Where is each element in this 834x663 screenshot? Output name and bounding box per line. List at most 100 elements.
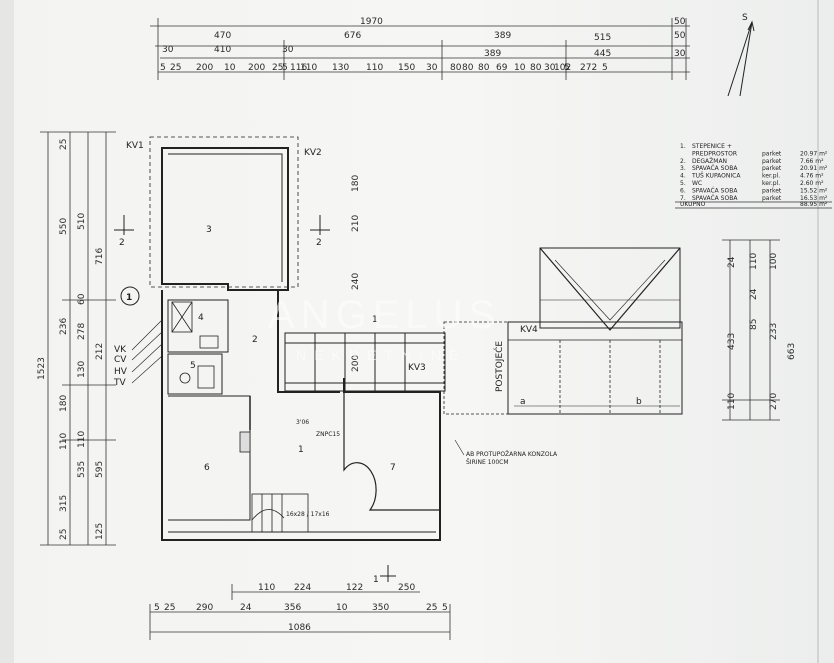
legend-row-3-col-2: DEGAŽMAN xyxy=(692,157,727,165)
dim-r3-19: 80 xyxy=(530,63,542,73)
legend-row-3-col-1: 2. xyxy=(680,158,686,165)
dim-bottom-total: 1086 xyxy=(288,623,311,633)
dim-r3-22: 5 xyxy=(564,63,570,73)
section-labels: 2 2 1 1 1 KV1 KV2 KV3 KV4 VK CV HV TV xyxy=(113,141,538,585)
top-dimension-text: 1970 50 470 676 389 515 50 30 410 30 389… xyxy=(162,17,686,59)
existing-label: POSTOJEĆE xyxy=(493,341,505,392)
dim-left-total: 1523 xyxy=(37,357,47,380)
dim-r3-1: 5 xyxy=(160,63,166,73)
bathroom-fixtures xyxy=(171,301,251,453)
dim-r2-6: 30 xyxy=(674,49,686,59)
legend-row-4-col-4: 20.91 m² xyxy=(800,165,828,172)
dim-right-a3: 110 xyxy=(727,393,737,410)
dim-r3-12: 150 xyxy=(398,63,415,73)
dim-bottom-r2-4: 24 xyxy=(240,603,252,613)
dim-r3-3: 200 xyxy=(196,63,213,73)
legend-row-6-col-1: 5. xyxy=(680,180,686,187)
dim-r3-15: 80 xyxy=(462,63,474,73)
legend-row-7-col-1: 6. xyxy=(680,187,686,194)
dim-left-a5: 110 xyxy=(59,433,69,450)
dim-left-b2: 716 xyxy=(95,248,105,265)
legend-row-7-col-2: SPAVAĆA SOBA xyxy=(692,187,738,194)
dim-left-a6: 315 xyxy=(59,495,69,512)
dim-r3-13: 30 xyxy=(426,63,438,73)
right-dimensions xyxy=(722,239,780,421)
dim-r1-2: 676 xyxy=(344,31,361,41)
dim-right-b5: 270 xyxy=(769,393,779,410)
legend-row-6-col-4: 2.60 m² xyxy=(800,180,824,187)
dim-left-a4: 180 xyxy=(59,395,69,412)
dim-r3-10: 130 xyxy=(332,63,349,73)
terrace-deck xyxy=(284,332,446,392)
legend-row-5-col-4: 4.76 m² xyxy=(800,173,824,180)
dim-bottom-r2-5: 356 xyxy=(284,603,301,613)
dim-int-v1: 180 xyxy=(351,175,361,192)
legend-row-6-col-3: ker.pl. xyxy=(762,180,780,187)
watermark-sub: NEKRETNINE xyxy=(296,347,466,363)
watermark: ANGELUS NEKRETNINE xyxy=(268,293,495,363)
legend-row-7-col-4: 15.52 m² xyxy=(800,187,828,194)
legend-row-5-col-2: TUŠ KUPAONICA xyxy=(691,173,741,180)
dim-r3-24: 5 xyxy=(602,63,608,73)
section-markers xyxy=(114,215,396,582)
kv4-label: KV4 xyxy=(520,325,538,335)
top-dimensions xyxy=(150,18,690,80)
room-2-number: 2 xyxy=(252,335,258,345)
legend-row-5-col-1: 4. xyxy=(680,173,686,180)
legend-row-8-col-2: SPAVAĆA SOBA xyxy=(692,195,738,202)
dim-right-b1: 110 xyxy=(749,253,759,270)
dim-r3-7: 5 xyxy=(282,63,288,73)
legend-row-5-col-3: ker.pl. xyxy=(762,173,780,180)
dim-r2-3: 30 xyxy=(282,45,294,55)
kv2-label: KV2 xyxy=(304,148,322,158)
dim-r3-8: 116 xyxy=(290,63,307,73)
kv3-label: KV3 xyxy=(408,363,426,373)
dim-left-b6: 130 xyxy=(77,361,87,378)
dim-left-a7: 25 xyxy=(59,529,69,540)
legend-row-4-col-2: SPAVAĆA SOBA xyxy=(692,165,738,172)
north-label: S xyxy=(742,13,748,23)
dim-bottom-r2-8: 25 xyxy=(426,603,437,613)
bottom-dimension-text: 110 224 122 250 5 25 290 24 356 10 350 2… xyxy=(154,583,448,633)
dim-right-a1: 24 xyxy=(727,256,737,268)
right-dimension-text: 24 433 110 110 24 85 233 270 100 663 xyxy=(727,253,797,410)
dim-left-a2: 550 xyxy=(59,218,69,235)
dim-overall-end: 50 xyxy=(674,17,686,27)
section-right-label: 2 xyxy=(316,238,322,248)
dim-right-c1: 100 xyxy=(769,253,779,270)
dim-int-v2: 210 xyxy=(351,215,361,232)
dim-left-a1: 25 xyxy=(59,139,69,150)
legend-row-1-col-1: 1. xyxy=(680,143,686,150)
dim-bottom-r2-6: 10 xyxy=(336,603,348,613)
north-arrow-icon: S xyxy=(727,13,755,97)
konzola-note: AB PROTUPOŽARNA KONZOLA ŠIRINE 100CM xyxy=(454,439,558,466)
dim-bottom-r1-3: 122 xyxy=(346,583,363,593)
room-1-number: 1 xyxy=(298,445,304,455)
legend-row-1-col-2: STEPENICE + xyxy=(692,143,732,150)
dim-left-b4: 278 xyxy=(77,323,87,340)
dim-bottom-r2-2: 25 xyxy=(164,603,175,613)
legend-row-2-col-2: PREDPROSTOR xyxy=(692,150,737,157)
dim-bottom-r1-4: 250 xyxy=(398,583,415,593)
dim-r3-16: 80 xyxy=(478,63,490,73)
dim-left-b7: 110 xyxy=(77,431,87,448)
dim-overall: 1970 xyxy=(360,17,383,27)
dim-left-b10: 125 xyxy=(95,523,105,540)
dim-right-b3: 85 xyxy=(749,319,759,330)
room-3-number: 3 xyxy=(206,225,212,235)
dim-r2-4: 389 xyxy=(484,49,501,59)
kv1-label: KV1 xyxy=(126,141,144,151)
room-numbers: 3 2 4 5 6 1 7 xyxy=(190,225,396,473)
dim-int-stair: 200 xyxy=(351,355,361,372)
dim-r2-5: 445 xyxy=(594,49,611,59)
legend-row-8-col-1: 7. xyxy=(680,195,686,202)
dim-r2-2: 410 xyxy=(214,45,231,55)
dim-r2-1: 30 xyxy=(162,45,174,55)
bottom-dimensions xyxy=(149,584,451,640)
dim-left-b8: 535 xyxy=(77,461,87,478)
dim-right-c2: 663 xyxy=(787,343,797,360)
dim-bottom-r1-2: 224 xyxy=(294,583,311,593)
legend-total-area: 88.95 m² xyxy=(800,201,828,208)
